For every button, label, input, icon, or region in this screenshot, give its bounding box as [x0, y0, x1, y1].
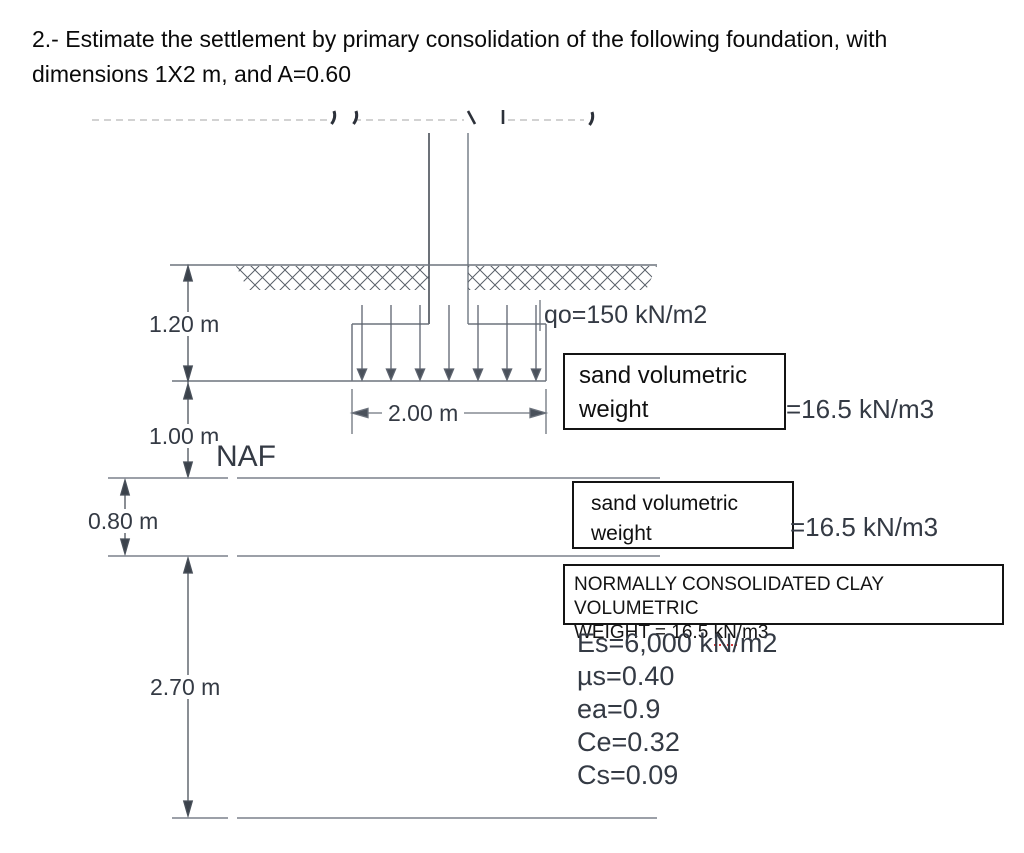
clay-note-line2: WEIGHT = 16.5 kN/m3 [574, 621, 1002, 646]
clay-prop-es: Es=6,000 kN/m2 [577, 628, 778, 658]
clay-prop-ea: ea=0.9 [577, 694, 661, 724]
clay-note-weight-prefix: WEIGHT = 16.5 [574, 622, 714, 643]
ground-hatch-left [236, 266, 429, 290]
dim-label-clay-thickness: 2.70 m [147, 675, 224, 699]
layer-boundary-lines [108, 477, 660, 819]
sand-1-note-line1: sand volumetric [579, 362, 748, 389]
surcharge-label: qo=150 kN/m2 [544, 301, 708, 329]
problem-statement-line1: 2.- Estimate the settlement by primary c… [32, 26, 888, 52]
water-table-label: NAF [214, 440, 278, 473]
clay-prop-cs: Cs=0.09 [577, 760, 679, 790]
clay-layer-note-box: NORMALLY CONSOLIDATED CLAY VOLUMETRIC WE… [563, 564, 1004, 646]
clay-prop-ce: Ce=0.32 [577, 727, 680, 757]
sand-2-unit-weight-value: =16.5 kN/m3 [790, 512, 939, 542]
dim-label-sand-below-naf: 0.80 m [85, 509, 162, 533]
clipped-text-fragments [92, 110, 595, 126]
ground-hatch-right [468, 266, 657, 290]
sand-1-unit-weight-value: =16.5 kN/m3 [786, 394, 935, 424]
clay-note-line1: NORMALLY CONSOLIDATED CLAY VOLUMETRIC [574, 574, 884, 619]
sand-layer-2-note-box: sand volumetric weight [572, 481, 794, 549]
sand-1-note-line2: weight [579, 396, 649, 423]
sand-2-note-line1: sand volumetric [591, 492, 739, 515]
dim-label-footing-width: 2.00 m [382, 401, 465, 425]
sand-2-note-line2: weight [591, 522, 652, 545]
clay-note-weight-suffix: /m3 [736, 622, 769, 643]
dim-label-fill-depth: 1.20 m [146, 312, 223, 336]
column-lines [428, 133, 469, 324]
problem-statement-line2: dimensions 1X2 m, and A=0.60 [32, 61, 352, 87]
ground-surface [170, 264, 657, 290]
problem-statement: 2.- Estimate the settlement by primary c… [32, 22, 887, 92]
clay-note-spellcheck-word: kN [713, 622, 737, 646]
load-arrows [356, 305, 542, 382]
clay-prop-mu: µs=0.40 [577, 661, 675, 691]
dim-label-sand-above-naf: 1.00 m [146, 424, 223, 448]
sand-layer-1-note-box: sand volumetric weight [563, 353, 786, 430]
clay-properties-list: Es=6,000 kN/m2 µs=0.40 ea=0.9 Ce=0.32 Cs… [577, 627, 777, 792]
